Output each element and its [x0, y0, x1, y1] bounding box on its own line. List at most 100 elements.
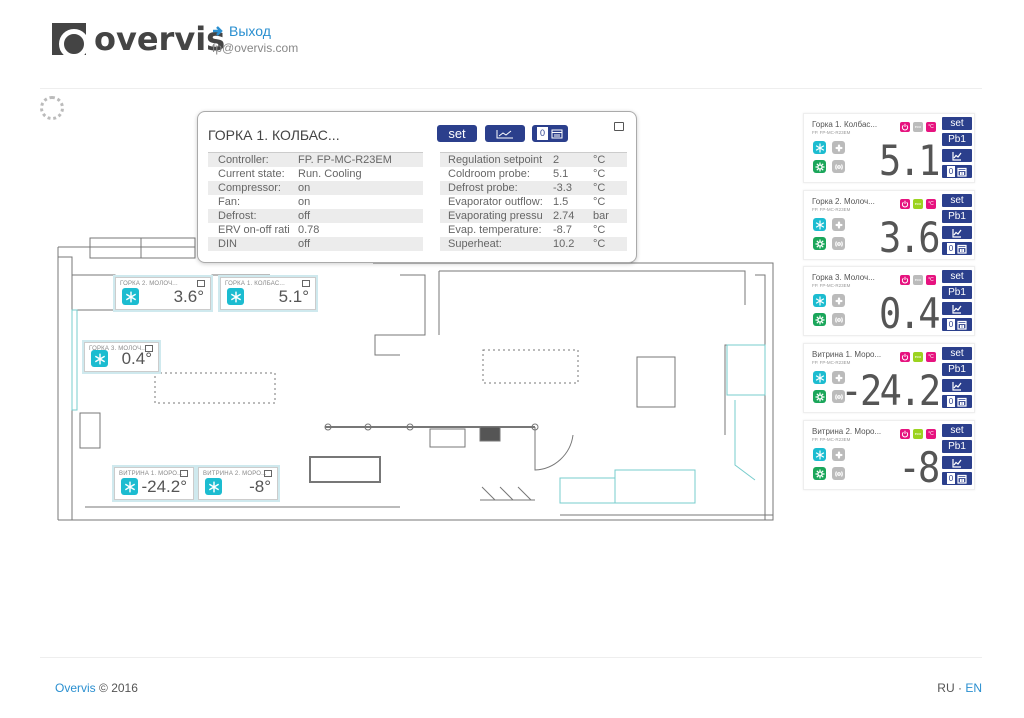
power-icon — [901, 276, 909, 284]
events-button[interactable]: 0 — [942, 395, 972, 408]
events-button[interactable]: 0 — [532, 125, 568, 142]
map-tag[interactable]: ГОРКА 2. МОЛОЧ...3.6° — [115, 277, 211, 310]
cooling-indicator — [121, 478, 138, 495]
tag-name: ГОРКА 1. КОЛБАС... — [225, 281, 285, 287]
map-tag[interactable]: ГОРКА 1. КОЛБАС...5.1° — [220, 277, 316, 310]
param-label: Compressor: — [218, 182, 281, 194]
snowflake-indicator — [813, 141, 826, 154]
snowflake-icon — [815, 296, 824, 305]
card-name: Горка 3. Молоч... — [812, 273, 875, 282]
param-label: ERV on-off rati — [218, 224, 290, 236]
chart-button[interactable] — [485, 125, 525, 142]
set-button[interactable]: set — [942, 194, 972, 207]
param-label: Controller: — [218, 154, 269, 166]
cooling-indicator — [91, 350, 108, 367]
map-tag[interactable]: ВИТРИНА 1. МОРО...-24.2° — [114, 467, 194, 500]
card-model: FP. FP-MC-R23EM — [812, 360, 851, 365]
unit-indicator: °C — [926, 352, 936, 362]
tag-name: ВИТРИНА 2. МОРО... — [203, 471, 267, 477]
chart-button[interactable] — [942, 149, 972, 162]
chart-icon — [952, 304, 962, 314]
chart-button[interactable] — [942, 379, 972, 392]
brand-link[interactable]: Overvis — [55, 681, 96, 695]
map-tag[interactable]: ГОРКА 3. МОЛОЧ...0.4° — [84, 342, 159, 372]
card-model: FP. FP-MC-R23EM — [812, 437, 851, 442]
param-label: Defrost: — [218, 210, 257, 222]
probe-button[interactable]: Pb1 — [942, 440, 972, 453]
set-button[interactable]: set — [942, 270, 972, 283]
open-external-icon[interactable] — [614, 122, 624, 131]
snowflake-indicator — [813, 294, 826, 307]
eco-indicator: eco — [913, 122, 923, 132]
chart-button[interactable] — [942, 226, 972, 239]
map-tag[interactable]: ВИТРИНА 2. МОРО...-8° — [198, 467, 278, 500]
footer-copyright: Overvis © 2016 — [55, 681, 138, 695]
open-external-icon[interactable] — [264, 470, 272, 477]
set-button[interactable]: set — [437, 125, 477, 142]
events-count: 0 — [946, 166, 956, 177]
open-external-icon[interactable] — [145, 345, 153, 352]
defrost-indicator — [813, 467, 826, 480]
cooling-indicator — [227, 288, 244, 305]
param-value: 10.2 — [553, 238, 575, 250]
logout-link[interactable]: Выход — [212, 23, 271, 39]
snowflake-icon — [815, 450, 824, 459]
events-count: 0 — [946, 473, 956, 484]
logo[interactable]: overvis — [52, 20, 225, 59]
open-external-icon[interactable] — [197, 280, 205, 287]
popup-row: Evaporator outflow:1.5°C — [440, 195, 627, 209]
open-external-icon[interactable] — [302, 280, 310, 287]
unit-indicator: °C — [926, 429, 936, 439]
footer-divider — [40, 657, 982, 658]
popup-row: Current state: Run. Cooling — [208, 167, 423, 181]
snowflake-icon — [230, 291, 241, 302]
probe-button[interactable]: Pb1 — [942, 286, 972, 299]
events-button[interactable]: 0 — [942, 472, 972, 485]
param-unit: °C — [593, 238, 606, 250]
set-button[interactable]: set — [942, 347, 972, 360]
set-button[interactable]: set — [942, 424, 972, 437]
tag-value: 3.6° — [173, 287, 204, 306]
set-button[interactable]: set — [942, 117, 972, 130]
alarm-indicator — [832, 467, 845, 480]
param-value: 2 — [553, 154, 560, 166]
param-label: Regulation setpoint — [448, 154, 543, 166]
events-button[interactable]: 0 — [942, 165, 972, 178]
copyright-text: © 2016 — [99, 681, 138, 695]
chart-button[interactable] — [942, 456, 972, 469]
events-button[interactable]: 0 — [942, 318, 972, 331]
param-label: Current state: — [218, 168, 285, 180]
probe-button[interactable]: Pb1 — [942, 133, 972, 146]
probe-button[interactable]: Pb1 — [942, 363, 972, 376]
open-external-icon[interactable] — [180, 470, 188, 477]
events-count: 0 — [946, 243, 956, 254]
defrost-indicator — [813, 237, 826, 250]
events-button[interactable]: 0 — [942, 242, 972, 255]
unit-indicator: °C — [926, 199, 936, 209]
eco-indicator: eco — [913, 429, 923, 439]
card-model: FP. FP-MC-R23EM — [812, 283, 851, 288]
snowflake-icon — [125, 291, 136, 302]
tag-value: 0.4° — [121, 349, 152, 368]
defrost-icon — [815, 392, 824, 401]
header-divider — [40, 88, 982, 89]
lang-ru[interactable]: RU — [937, 681, 955, 695]
language-switcher: RU · EN — [937, 681, 982, 695]
probe-button[interactable]: Pb1 — [942, 210, 972, 223]
events-count: 0 — [536, 127, 548, 140]
eco-indicator: eco — [913, 199, 923, 209]
lang-en[interactable]: EN — [965, 681, 982, 695]
fan-indicator — [832, 371, 845, 384]
eco-indicator: eco — [913, 352, 923, 362]
param-value: off — [298, 210, 311, 222]
chart-button[interactable] — [942, 302, 972, 315]
param-value: Run. Cooling — [298, 168, 362, 180]
